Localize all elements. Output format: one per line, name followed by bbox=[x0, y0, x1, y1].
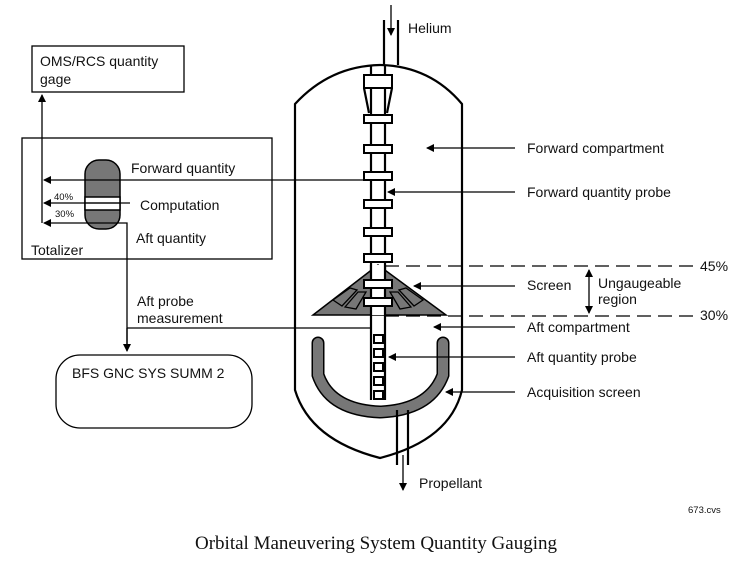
totalizer-box: Totalizer Forward quantity Computation A… bbox=[21, 137, 273, 260]
totalizer-label: Totalizer bbox=[31, 242, 83, 258]
callout-forward-quantity-probe: Forward quantity probe bbox=[527, 184, 671, 200]
figure-title: Orbital Maneuvering System Quantity Gaug… bbox=[195, 533, 557, 554]
callout-aft-quantity-probe: Aft quantity probe bbox=[527, 349, 637, 365]
bfs-gnc-sys-summ-box: BFS GNC SYS SUMM 2 bbox=[55, 354, 253, 429]
pct-30-label: 30% bbox=[55, 209, 75, 220]
forward-quantity-label: Forward quantity bbox=[131, 160, 235, 176]
bfs-label: BFS GNC SYS SUMM 2 bbox=[72, 365, 225, 381]
forward-probe-rings bbox=[363, 74, 393, 263]
level-45-label: 45% bbox=[700, 258, 728, 274]
callout-screen: Screen bbox=[527, 277, 571, 293]
callout-aft-compartment: Aft compartment bbox=[527, 319, 630, 335]
aft-probe-sensors bbox=[373, 334, 384, 400]
propellant-label: Propellant bbox=[419, 475, 482, 491]
gage-label-line1: OMS/RCS quantity bbox=[40, 53, 158, 69]
computation-label: Computation bbox=[140, 197, 219, 213]
aft-quantity-label: Aft quantity bbox=[136, 230, 206, 246]
oms-rcs-quantity-gage-box: OMS/RCS quantity gage bbox=[31, 45, 185, 93]
aft-probe-measurement-label-2: measurement bbox=[137, 310, 223, 326]
acquisition-screen bbox=[313, 338, 448, 418]
figure-id: 673.cvs bbox=[688, 505, 721, 516]
ungaugeable-label-2: region bbox=[598, 291, 637, 307]
pct-40-label: 40% bbox=[54, 192, 74, 203]
aft-quantity-arrow bbox=[43, 219, 128, 348]
helium-label: Helium bbox=[408, 20, 452, 36]
gage-label-line2: gage bbox=[40, 71, 71, 87]
aft-probe-measurement-label-1: Aft probe bbox=[137, 293, 194, 309]
callout-forward-compartment: Forward compartment bbox=[527, 140, 664, 156]
callout-acquisition-screen: Acquisition screen bbox=[527, 384, 641, 400]
computation-capsule bbox=[84, 159, 121, 230]
level-30-label: 30% bbox=[700, 307, 728, 323]
propellant-tank bbox=[293, 63, 464, 460]
ungaugeable-label-1: Ungaugeable bbox=[598, 275, 682, 291]
